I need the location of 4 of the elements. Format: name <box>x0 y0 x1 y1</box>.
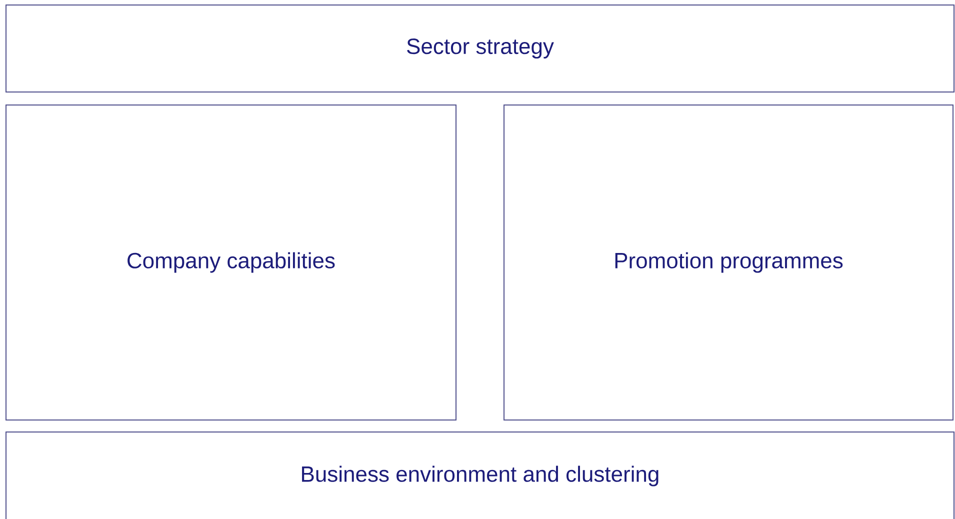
text-box: Business environment and clustering <box>6 432 955 519</box>
text-box: Company capabilities <box>6 104 456 420</box>
text-box: Sector strategy <box>6 4 955 92</box>
text-box: Promotion programmes <box>504 104 954 420</box>
